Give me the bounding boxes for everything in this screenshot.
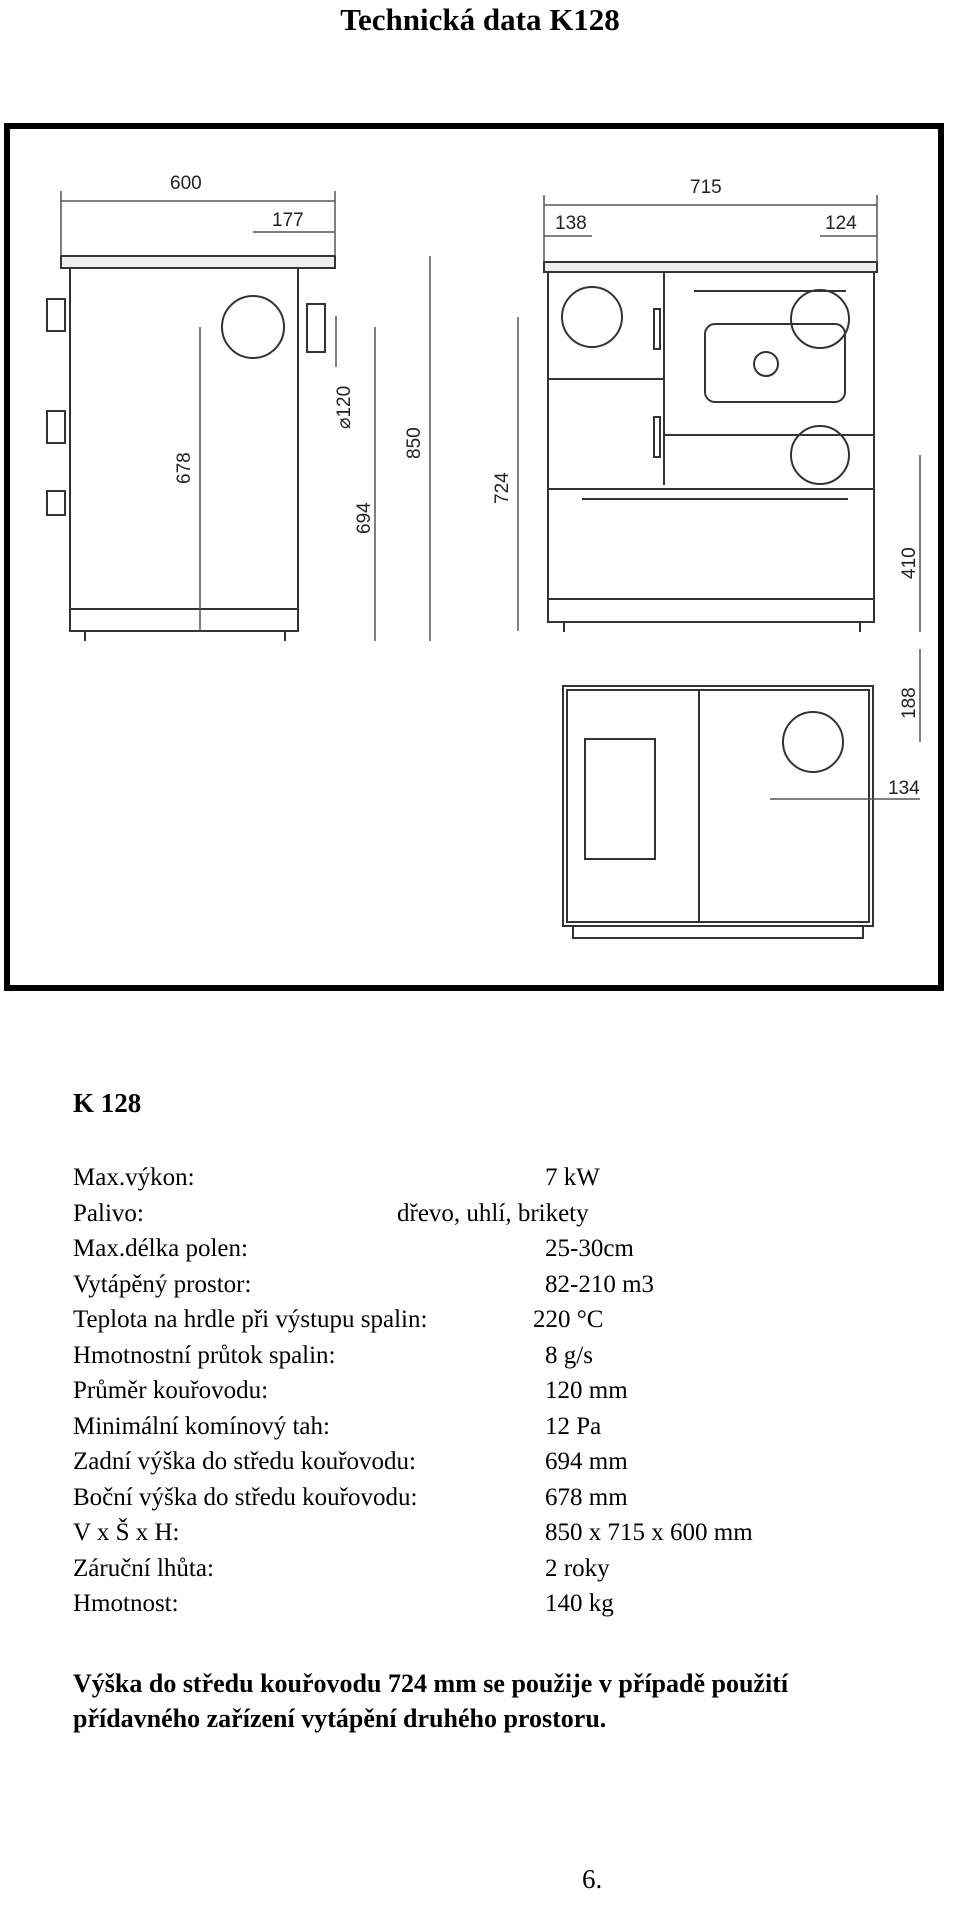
dim-124: 124 (825, 213, 857, 234)
spec-value: 120 mm (545, 1377, 628, 1404)
spec-value: 140 kg (545, 1590, 614, 1617)
spec-value: 8 g/s (545, 1341, 593, 1369)
spec-value: 2 roky (545, 1554, 610, 1582)
spec-label: Záruční lhůta: (73, 1554, 214, 1582)
dim-177: 177 (272, 210, 304, 231)
dim-diameter-120: ⌀120 (334, 386, 355, 429)
dim-694: 694 (354, 502, 375, 534)
dim-724: 724 (492, 472, 513, 504)
spec-label: Průměr kouřovodu: (73, 1377, 269, 1404)
dim-188: 188 (899, 687, 920, 719)
page-number: 6. (582, 1864, 603, 1894)
spec-label: Minimální komínový tah: (73, 1412, 330, 1440)
spec-label: Max.výkon: (73, 1164, 195, 1191)
spec-label: Boční výška do středu kouřovodu: (73, 1483, 418, 1511)
spec-label: Palivo: (73, 1199, 144, 1227)
spec-value: 220 °C (533, 1306, 604, 1333)
flue-height-note: Výška do středu kouřovodu 724 mm se použ… (73, 1669, 789, 1733)
spec-value: 7 kW (545, 1164, 600, 1191)
dim-410: 410 (899, 547, 920, 579)
top-view (562, 685, 874, 939)
spec-label: Hmotnost: (73, 1590, 179, 1617)
dim-850: 850 (404, 427, 425, 459)
dim-134: 134 (888, 778, 920, 799)
technical-drawing: 600 177 715 138 124 ⌀120 850 678 694 724… (4, 123, 944, 991)
spec-label: Zadní výška do středu kouřovodu: (73, 1448, 417, 1475)
spec-value: 694 mm (545, 1448, 628, 1475)
front-view (543, 261, 878, 632)
dim-138: 138 (555, 213, 587, 234)
dim-715: 715 (690, 177, 722, 198)
dim-678: 678 (174, 452, 195, 484)
spec-value: 82-210 m3 (545, 1270, 655, 1298)
spec-value: dřevo, uhlí, brikety (397, 1199, 589, 1227)
model-heading: K 128 (73, 1088, 142, 1118)
spec-value: 12 Pa (545, 1412, 602, 1440)
side-view (46, 255, 336, 641)
spec-label: Max.délka polen: (73, 1235, 248, 1262)
spec-label: V x Š x H: (73, 1519, 180, 1546)
spec-value: 25-30cm (545, 1235, 634, 1262)
spec-label: Hmotnostní průtok spalin: (73, 1341, 336, 1369)
stove-drawing-svg: 600 177 715 138 124 ⌀120 850 678 694 724… (46, 173, 921, 939)
spec-value: 850 x 715 x 600 mm (545, 1519, 753, 1546)
spec-label: Teplota na hrdle při výstupu spalin: (73, 1306, 428, 1333)
spec-label: Vytápěný prostor: (73, 1270, 252, 1298)
spec-value: 678 mm (545, 1483, 628, 1511)
dim-600: 600 (170, 173, 202, 194)
page-title: Technická data K128 (340, 2, 620, 37)
